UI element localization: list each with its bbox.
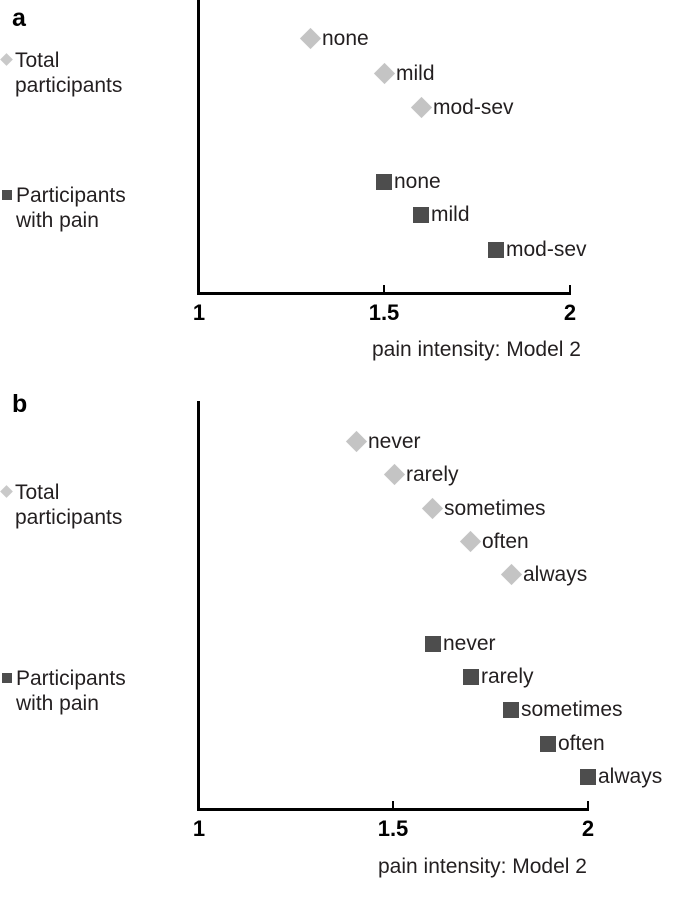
data-point-label: rarely [481,665,534,688]
data-point: often [459,530,529,553]
legend-label-total-participants: Total participants [15,481,123,529]
data-point-label: rarely [406,463,459,486]
square-marker-icon [2,190,12,200]
x-tick-label-1-b: 1 [192,816,206,841]
data-point: always [580,766,662,787]
data-point: none [299,27,369,50]
data-point-label: mod-sev [506,238,587,261]
legend-label-participants-with-pain: Participants with pain [16,184,126,232]
legend-entry-participants-with-pain-b: Participants with pain [2,666,126,716]
data-point: none [376,171,441,192]
panel-b: b Total participants Participants with p… [0,388,685,897]
diamond-marker-icon [421,497,444,520]
y-axis-line-a [197,0,200,295]
legend-label-total-participants: Total participants [15,49,123,97]
plot-area-b: 1 1.5 2 pain intensity: Model 2 never ra… [0,388,685,897]
data-point: mild [413,204,470,225]
data-point-label: mild [431,203,470,226]
x-tick-1point5-a [383,285,385,293]
square-marker-icon [2,673,12,683]
x-tick-label-2-a: 2 [563,300,577,325]
x-axis-title-b: pain intensity: Model 2 [378,855,587,878]
square-marker-icon [488,241,504,258]
data-point: always [500,563,588,586]
legend-entry-participants-with-pain-a: Participants with pain [2,183,126,233]
x-tick-1-a [197,285,199,293]
x-tick-label-2-b: 2 [581,816,595,841]
x-axis-title-a: pain intensity: Model 2 [372,338,581,361]
diamond-marker-icon [500,563,523,586]
square-marker-icon [463,668,479,685]
data-point: rarely [463,666,534,687]
data-point-label: none [322,27,369,50]
panel-letter-a: a [12,4,26,32]
data-point-label: none [394,170,441,193]
data-point-label: always [598,765,663,788]
data-point: mod-sev [410,96,514,119]
x-tick-1point5-b [392,801,394,809]
x-tick-1-b [197,801,199,809]
diamond-marker-icon [459,530,482,553]
plot-area-a: 1 1.5 2 pain intensity: Model 2 none mil… [0,0,685,380]
data-point: never [425,633,496,654]
data-point: sometimes [503,699,623,720]
diamond-marker-icon [345,430,368,453]
data-point-label: mod-sev [433,96,514,119]
diamond-marker-icon [299,27,322,50]
square-marker-icon [376,173,392,190]
data-point: mod-sev [488,239,587,260]
data-point-label: sometimes [444,497,546,520]
legend-entry-total-participants-b: Total participants [0,480,123,530]
x-tick-label-1-a: 1 [192,300,206,325]
panel-a: a Total participants Participants with p… [0,0,685,380]
data-point-label: mild [396,62,435,85]
data-point: sometimes [421,497,546,520]
y-axis-line-b [197,401,200,811]
data-point: often [540,733,605,754]
square-marker-icon [413,206,429,223]
data-point-label: never [368,430,421,453]
legend-entry-total-participants-a: Total participants [0,48,123,98]
x-tick-label-1point5-b: 1.5 [377,816,409,841]
diamond-marker-icon [383,463,406,486]
legend-label-participants-with-pain: Participants with pain [16,667,126,715]
square-marker-icon [503,701,519,718]
data-point-label: often [482,530,529,553]
x-tick-2-a [569,285,571,293]
data-point: never [345,430,421,453]
square-marker-icon [540,735,556,752]
x-tick-2-b [587,801,589,809]
data-point: mild [373,62,435,85]
panel-letter-b: b [12,390,28,418]
diamond-marker-icon [410,96,433,119]
x-tick-label-1point5-a: 1.5 [368,300,400,325]
square-marker-icon [425,635,441,652]
x-axis-line-b [197,808,589,811]
diamond-marker-icon [373,62,396,85]
square-marker-icon [580,768,596,785]
data-point-label: never [443,632,496,655]
x-axis-line-a [197,292,571,295]
data-point: rarely [383,463,459,486]
data-point-label: often [558,732,605,755]
data-point-label: sometimes [521,698,623,721]
data-point-label: always [523,563,588,586]
